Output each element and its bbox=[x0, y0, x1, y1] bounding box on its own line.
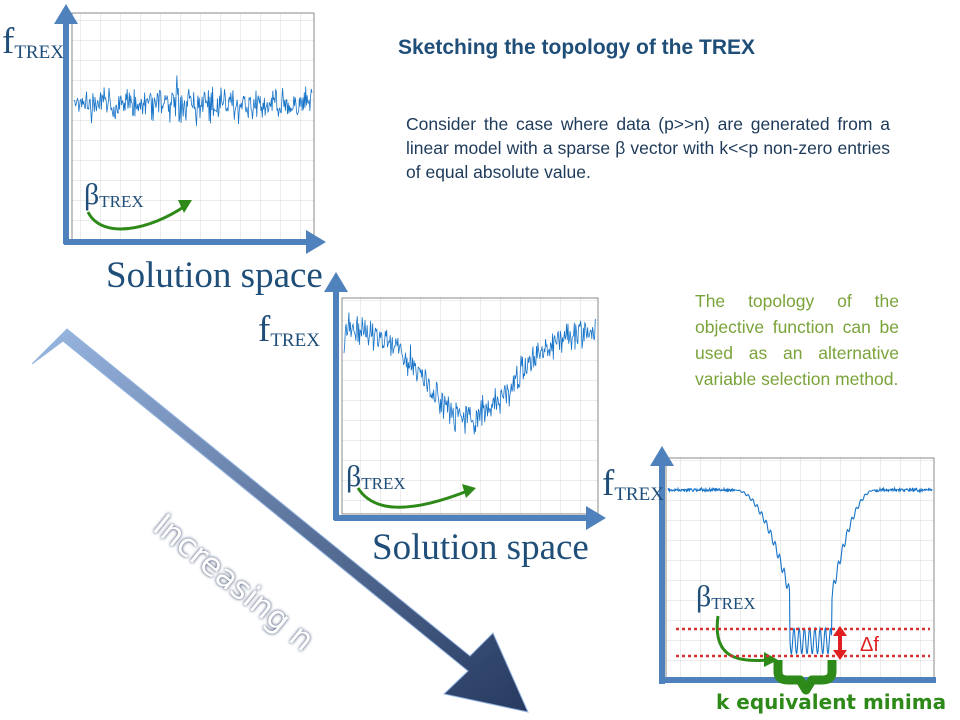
x-axis-label-plot1: Solution space bbox=[106, 255, 323, 296]
beta-arrow-2 bbox=[356, 484, 476, 509]
plot1-axes bbox=[54, 4, 326, 254]
plot2-axes bbox=[324, 272, 606, 530]
plot1-frame bbox=[71, 12, 315, 242]
x-axis-label-plot2: Solution space bbox=[372, 527, 589, 568]
plot3-axes bbox=[650, 446, 674, 684]
description-text: Consider the case where data (p>>n) are … bbox=[406, 114, 890, 182]
y-axis-label-plot2: fTREX bbox=[258, 309, 320, 351]
plot3-signal bbox=[667, 486, 933, 656]
beta-label-plot3: βTREX bbox=[696, 580, 756, 613]
plot1-signal bbox=[73, 75, 313, 126]
beta-arrow-1 bbox=[86, 200, 192, 231]
delta-f-arrow bbox=[833, 626, 847, 660]
plot2-signal bbox=[343, 312, 596, 435]
topology-note: The topology of the objective function c… bbox=[695, 291, 899, 389]
plot3-frame bbox=[665, 457, 935, 681]
y-axis-label-plot1: fTREX bbox=[2, 21, 64, 63]
delta-f-label: Δf bbox=[860, 634, 879, 656]
plot2-frame bbox=[341, 297, 599, 515]
k-minima-bracket bbox=[773, 660, 837, 695]
k-minima-label: k equivalent minima bbox=[716, 690, 947, 714]
beta-label-plot1: βTREX bbox=[84, 178, 144, 211]
increasing-n-arrow bbox=[31, 328, 529, 713]
beta-label-plot2: βTREX bbox=[346, 460, 406, 493]
slide-title: Sketching the topology of the TREX bbox=[398, 36, 755, 59]
y-axis-label-plot3: fTREX bbox=[602, 463, 664, 505]
